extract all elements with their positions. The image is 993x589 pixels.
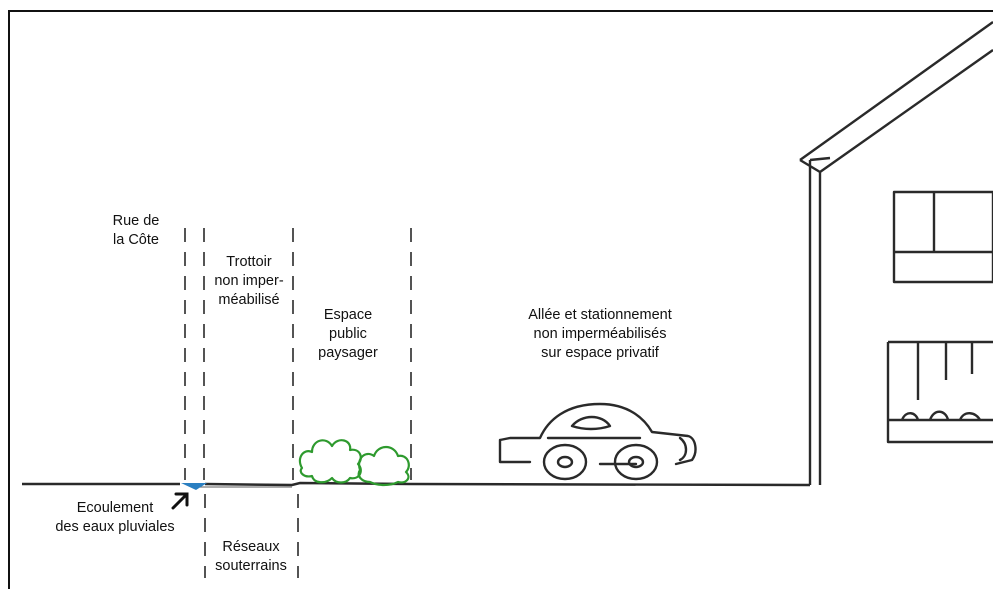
diagram-frame bbox=[8, 10, 993, 589]
bush-icon bbox=[298, 439, 410, 487]
label-street: Rue de la Côte bbox=[112, 213, 160, 248]
arrow-up-right-icon bbox=[171, 492, 189, 510]
car-icon bbox=[498, 402, 697, 481]
label-sidewalk: Trottoir non imper- méabilisé bbox=[214, 254, 284, 308]
label-driveway: Allée et stationnement non imperméabilis… bbox=[528, 307, 672, 361]
label-public-space: Espace public paysager bbox=[318, 307, 378, 361]
label-networks: Réseaux souterrains bbox=[215, 539, 287, 574]
label-runoff: Ecoulement des eaux pluviales bbox=[55, 500, 175, 535]
water-gutter-icon bbox=[181, 483, 207, 490]
zone-separators bbox=[184, 228, 412, 578]
ground-line bbox=[22, 481, 811, 487]
house-icon bbox=[799, 21, 993, 485]
